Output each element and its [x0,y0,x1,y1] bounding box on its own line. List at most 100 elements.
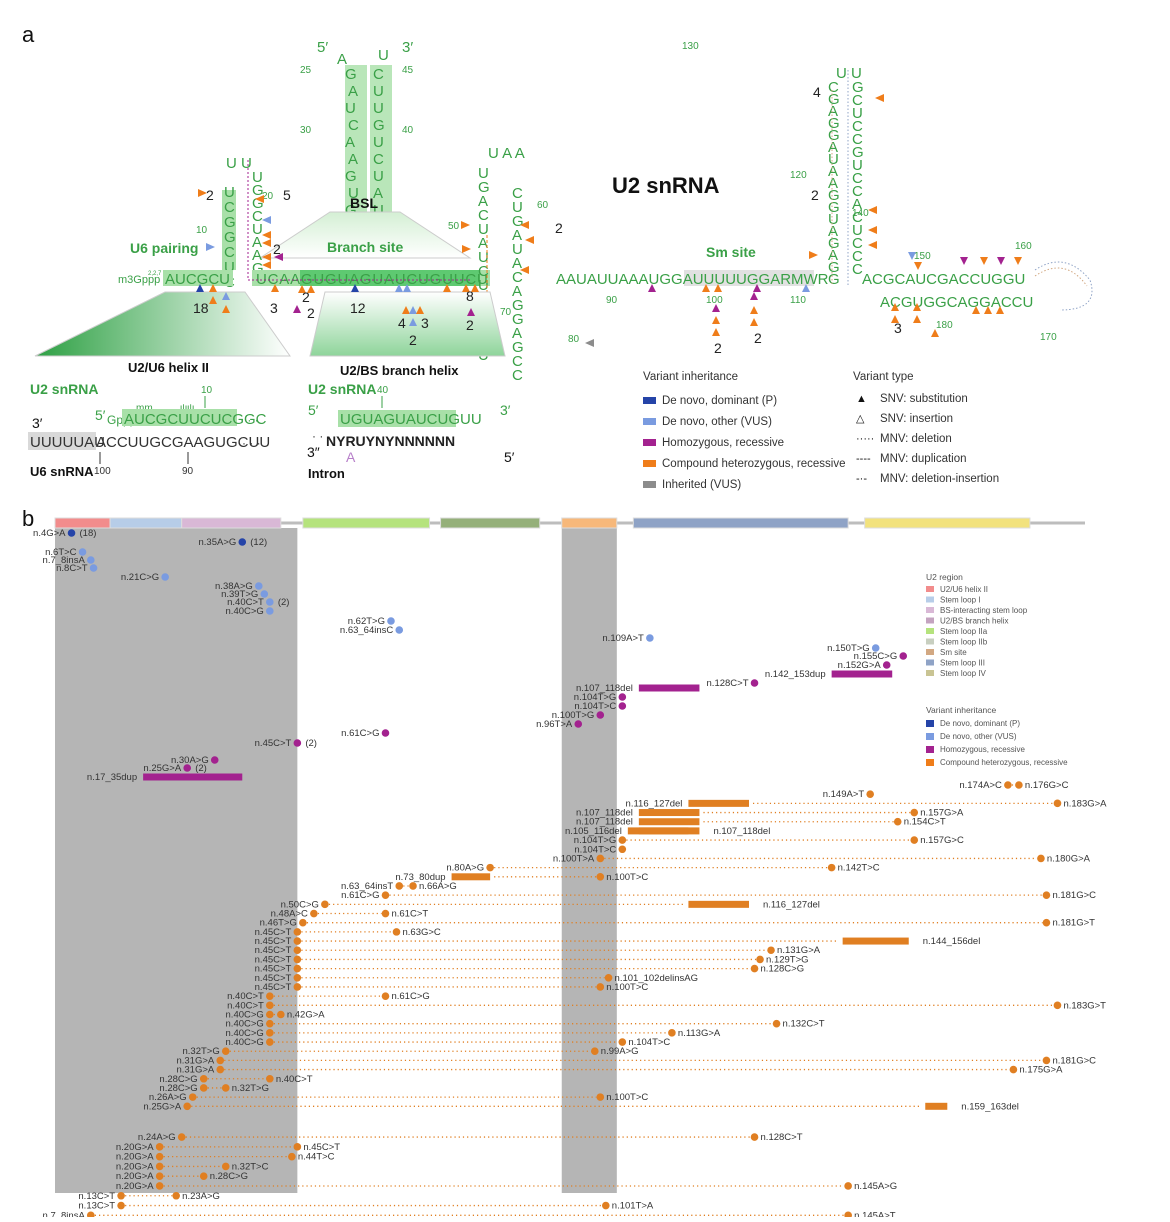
num-40: 40 [402,125,414,136]
variant-label: n.155C>G [854,651,898,662]
num-90: 90 [606,295,618,306]
variant-arrowhead [875,94,884,102]
stem-iii-nucleotide: A [828,247,838,264]
variant-point [1042,1056,1051,1065]
variant-arrowhead [209,296,217,304]
stem-i-nucleotide: U [224,184,235,201]
variant-point [293,928,302,936]
region-legend-label: Stem loop III [940,659,985,668]
variant-point [238,538,247,546]
variant-point [266,1001,274,1010]
type-legend-symbol: △ [856,413,865,425]
variant-point [260,590,269,598]
variant-label: n.100T>C [606,872,648,883]
variant-label: n.63_64insT [341,881,393,892]
variant-label: n.46T>G [260,918,297,929]
variant-point [288,1152,296,1161]
stem-iii-nucleotide: G [828,199,840,216]
variant-point [155,1162,164,1171]
stem-ii-nucleotide: G [512,311,524,328]
variant-arrowhead [702,284,710,292]
inheritance-legend-b-title: Variant inheritance [926,705,997,715]
duplex-left-u2-label: U2 snRNA [30,381,98,397]
variant-label: n.25G>A [143,763,181,774]
variant-point [172,1191,180,1200]
variant-arrowhead [868,241,877,249]
intron-3prime: 3″ [307,444,320,460]
inheritance-legend-label: Homozygous, recessive [940,745,1025,754]
inheritance-swatch [926,746,934,753]
variant-point [266,1019,274,1028]
variant-bar [638,818,700,826]
variant-arrowhead [520,221,529,229]
variant-label: n.116_127del [626,798,683,809]
variant-count: 2 [273,241,281,257]
variant-label: n.128C>G [761,964,805,975]
variant-point [910,836,919,844]
variant-point [177,1133,186,1141]
num-140: 140 [852,208,869,219]
variant-label: n.40C>T [227,597,264,608]
variant-label: n.7_8insA [43,1210,86,1217]
variant-label: n.45C>T [255,936,292,947]
variant-label: n.6T>C [45,547,77,558]
variant-point [1053,799,1062,808]
stem-i-nucleotide: U [224,259,235,276]
variant-label: n.28C>G [159,1083,197,1094]
variant-point [387,617,395,625]
variant-label: n.50C>G [281,899,319,910]
variant-arrowhead [416,306,424,314]
variant-point [596,873,605,881]
variant-arrowhead [198,189,207,197]
variant-point [266,607,274,615]
branch-site-label: Branch site [327,239,403,255]
stem-iii-nucleotide: C [852,92,863,109]
variant-point [87,1211,95,1220]
variant-label: n.20G>A [116,1181,154,1192]
stem-ii-nucleotide: U [478,277,489,294]
variant-arrowhead [648,284,656,292]
variant-arrowhead [753,284,761,292]
stem-iii-nucleotide: A [828,103,838,120]
duplex-left-num90: 90 [182,466,194,477]
stem-ii-nucleotide: A [478,235,488,252]
legend-item-label: De novo, other (VUS) [662,416,772,428]
variant-point [87,556,95,564]
variant-label: n.23A>G [182,1191,220,1202]
variant-label: n.21C>G [121,572,159,583]
variant-point [602,1201,610,1210]
variant-point [750,679,759,687]
variant-label: n.132C>T [783,1019,825,1030]
variant-label: n.157G>C [920,835,964,846]
variant-point [596,983,605,991]
variant-label: n.100T>A [553,853,595,864]
variant-label: n.40C>G [226,1037,264,1048]
region-swatch [926,607,934,613]
type-legend-label: SNV: substitution [880,393,968,405]
variant-label: n.107_118del [576,683,633,694]
variant-point [618,693,627,701]
variant-point [618,1038,627,1046]
stem-ii-nucleotide: U [512,199,523,216]
variant-point [293,964,302,973]
variant-label: n.174A>C [959,780,1002,791]
variant-label: n.180G>A [1047,853,1091,864]
duplex-left-5prime: 5′ [95,407,106,423]
variant-count: 2 [302,289,310,305]
variant-label: n.35A>G [199,537,237,548]
variant-point [1009,1065,1018,1074]
num-45: 45 [402,65,414,76]
variant-label: n.96T>A [536,719,573,730]
stem-iii-nucleotide: G [828,259,840,276]
variant-count: (2) [305,738,317,749]
variant-label: n.28C>G [210,1171,248,1182]
variant-label: n.107_118del [576,817,633,828]
num-25: 25 [300,65,312,76]
variant-point [216,1056,225,1065]
variant-arrowhead [712,316,720,324]
bsl-3prime: 3′ [402,39,413,56]
variant-arrowhead [802,284,810,292]
variant-label: n.45C>T [255,738,292,749]
